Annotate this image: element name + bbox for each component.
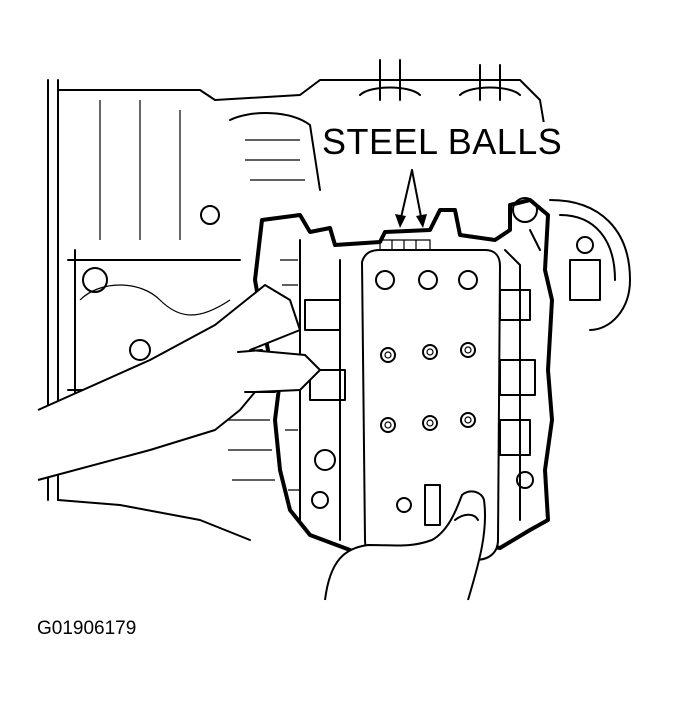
callout-arrow-icon (395, 169, 427, 228)
separator-plate (361, 249, 501, 561)
figure-code: G01906179 (37, 618, 137, 639)
transmission-case (47, 59, 631, 541)
plate-bolts (375, 270, 478, 513)
right-hand (324, 490, 487, 601)
steel-balls-callout-label: STEEL BALLS (318, 122, 567, 162)
left-hand (37, 284, 321, 481)
